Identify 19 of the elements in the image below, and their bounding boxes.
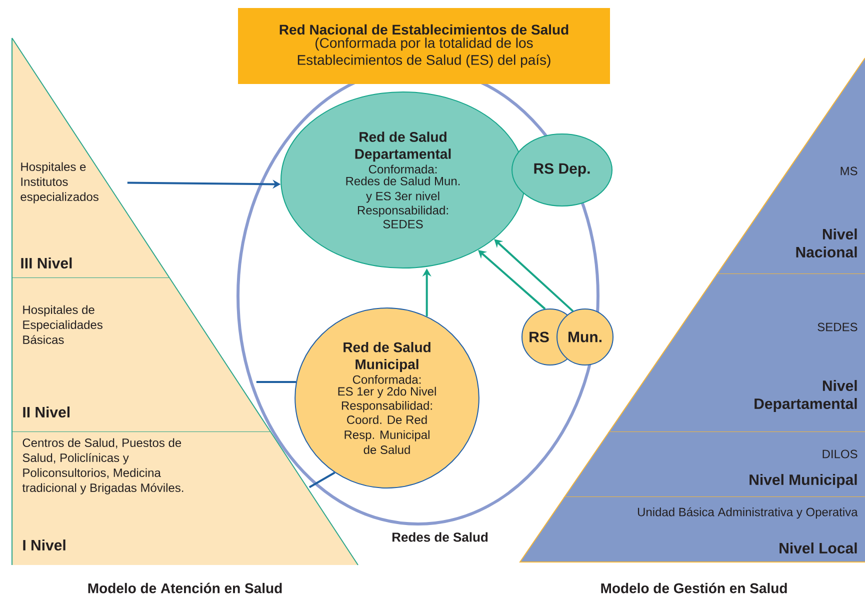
level-description: Centros de Salud, Puestos de Salud, Policlínicas y Policonsultorios, Medicina tradicional y Brigadas Móviles. [22,438,184,494]
level-description: Unidad Básica Administrativa y Operativa [638,507,858,519]
level-heading: Nivel Municipal [750,474,857,488]
level-heading: I Nivel [23,540,66,550]
level-heading: Nivel Nacional [796,228,857,258]
level-heading: Nivel Local [780,542,857,554]
ellipse-caption: Redes de Salud [392,532,488,542]
level-description: DILOS [822,450,858,458]
level-description: SEDES [818,322,858,332]
title-box: Red Nacional de Establecimientos de Salud (Conformada por la totalidad de los Establecimientos de Salud (ES) del país) [238,8,610,84]
level-description: MS [840,166,858,176]
level-heading: Nivel Departamental [754,380,857,412]
level-description: Hospitales e Institutos especializados [20,162,98,204]
model-caption: Modelo de Gestión en Salud [601,582,787,594]
level-heading: II Nivel [23,406,70,418]
level-description: Hospitales de Especialidades Básicas [23,305,102,344]
level-heading: III Nivel [21,258,72,268]
model-caption: Modelo de Atención en Salud [88,582,282,594]
arrow [494,239,574,312]
